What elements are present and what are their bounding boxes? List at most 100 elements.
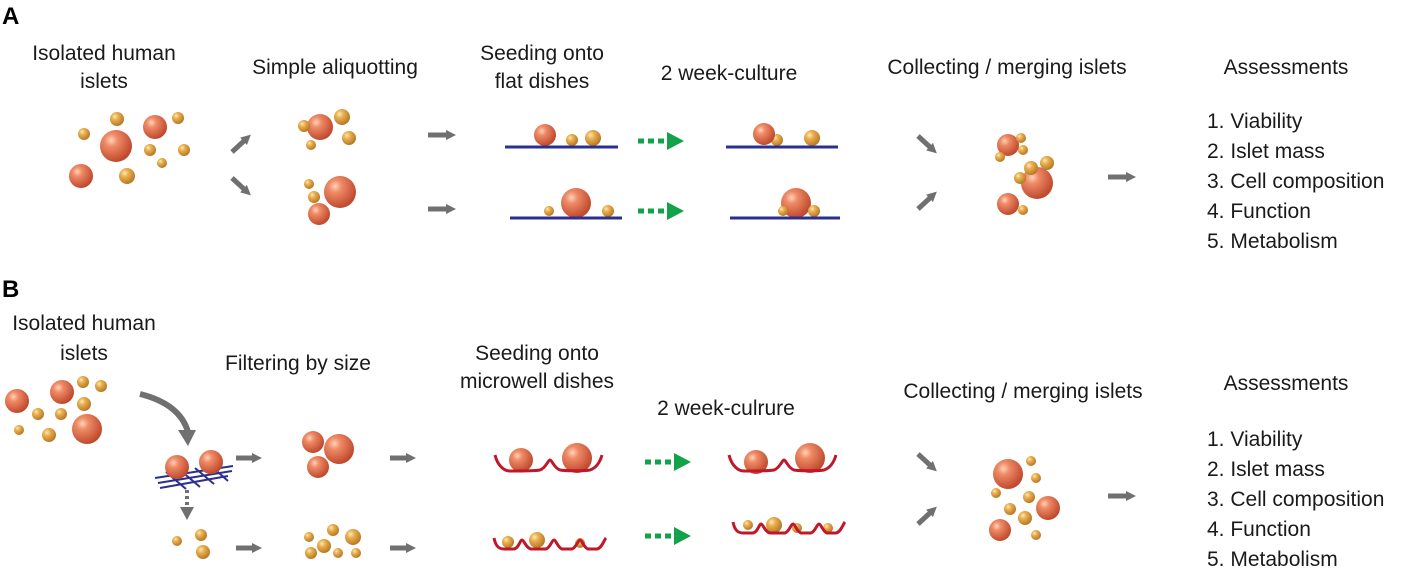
panel-a-seeding-label-line1: Seeding onto [480,42,604,65]
big-islet [324,434,354,464]
panel-b-merged-islets [989,456,1060,541]
small-islet [1018,145,1028,155]
panel-b-collect-label: Collecting / merging islets [903,380,1142,403]
big-islet [69,164,93,188]
big-islet [534,124,556,146]
arrow-icon [916,134,937,154]
big-islet [993,459,1023,489]
mesh-strand [194,467,215,485]
panel-a-merged-islets [995,133,1054,215]
panel-b-culture-arrows [645,453,691,545]
big-islet [143,115,167,139]
small-islet [743,520,753,530]
small-islet [196,545,210,559]
small-islet [566,134,578,146]
small-islet [1018,511,1032,525]
microwell-outline [493,454,604,473]
small-islet [502,536,514,548]
big-islet [5,389,29,413]
small-islet [342,131,356,145]
big-islet [165,455,189,479]
big-islet [302,431,324,453]
panel-b-cultured-microwell-small [731,517,847,535]
small-islet [119,168,135,184]
big-islet [324,176,356,208]
microwell-outline [492,536,608,551]
small-islet [991,488,1001,498]
small-islet [55,408,67,420]
big-islet [307,114,333,140]
dashed-arrow-head [180,507,194,520]
small-islet [172,536,182,546]
small-islet [172,112,184,124]
big-islet [989,519,1011,541]
small-islet [95,380,107,392]
small-islet [778,206,788,216]
dashed-arrow-head [667,132,684,150]
small-islet [544,206,554,216]
small-islet [1004,503,1016,515]
curved-arrow-icon [139,391,191,433]
small-islet [317,539,331,553]
small-islet [1016,133,1026,143]
big-islet [72,414,102,444]
panel-b-microwell-small [492,532,608,551]
small-islet [345,529,361,545]
panel-a-assessment-item: 5. Metabolism [1207,230,1338,253]
panel-b-letter: B [2,276,19,303]
dashed-arrow-head [674,453,691,471]
panel-a-cultured-dish-bottom [730,188,840,220]
big-islet [100,130,132,162]
panel-a-assessments-title: Assessments [1224,56,1349,79]
small-islet [110,112,124,126]
small-islet [351,548,361,558]
big-islet [795,443,825,473]
big-islet [307,456,329,478]
panel-a-isolated-label-line1: Isolated human [32,42,176,65]
small-islet [77,397,91,411]
filter-mesh [154,450,234,490]
panel-a-arrows [230,130,1136,214]
panel-a-aliquot-top [298,109,356,150]
small-islet [766,517,782,533]
panel-b-arrows [236,452,1136,553]
panel-b-cultured-microwell-large [727,443,838,474]
panel-a-cultured-dish-top [726,123,838,149]
small-islet [334,109,350,125]
dashed-arrow-head [667,202,684,220]
small-islet [333,548,343,558]
big-islet [744,450,768,474]
big-islet [1036,496,1060,520]
big-islet [997,134,1019,156]
dashed-arrow-head [674,527,691,545]
big-islet [199,450,223,474]
panel-a-culture-label: 2 week-culture [661,62,798,85]
panel-a-assessment-item: 3. Cell composition [1207,170,1384,193]
arrow-icon [916,452,937,472]
small-islet [304,532,314,542]
curved-arrow-head [178,430,196,446]
big-islet [753,123,775,145]
panel-a-flat-dish-bottom [510,188,622,220]
big-islet [997,193,1019,215]
arrow-icon [916,506,937,526]
small-islet [602,205,614,217]
small-islet [327,524,339,536]
panel-b-assessments-title: Assessments [1224,372,1349,395]
panel-b-seeding-label-line1: Seeding onto [475,342,599,365]
panel-a-flat-dish-top [505,124,618,149]
panel-a-assessment-item: 4. Function [1207,200,1311,223]
panel-a-letter: A [2,3,19,30]
panel-a-collect-label: Collecting / merging islets [887,56,1126,79]
panel-b-assessment-item: 1. Viability [1207,428,1303,451]
panel-b-assessment-list: 1. Viability 2. Islet mass 3. Cell compo… [1207,428,1384,568]
small-islet [995,152,1005,162]
panel-b-microwell-label: microwell dishes [460,370,614,393]
panel-b-assessment-item: 5. Metabolism [1207,548,1338,568]
small-islet [14,425,24,435]
panel-b-isolated-label-line1: Isolated human [12,312,156,335]
panel-b-assessment-item: 2. Islet mass [1207,458,1325,481]
panel-a-aliquot-label: Simple aliquotting [252,56,418,79]
small-islet [195,529,207,541]
